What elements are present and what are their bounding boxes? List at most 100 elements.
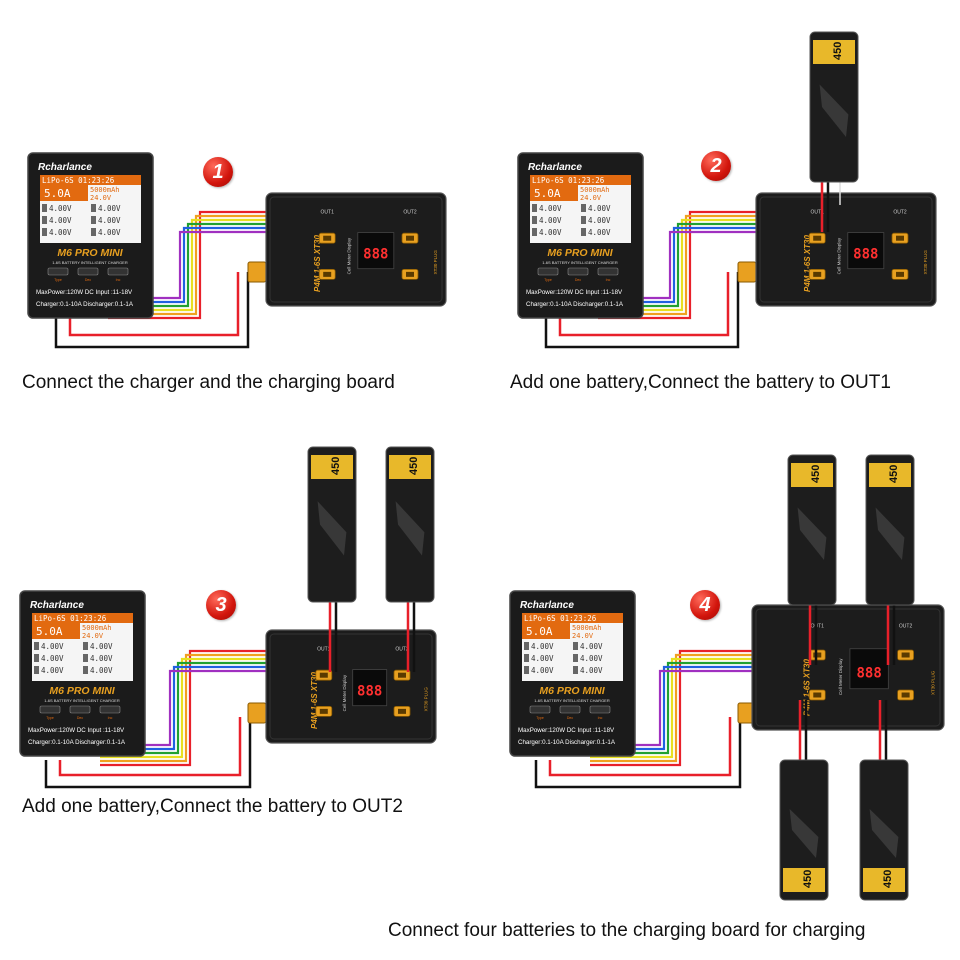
charger-button-label: Type	[544, 278, 552, 282]
power-wire-black	[54, 272, 250, 349]
board-display-digits: 888	[363, 247, 388, 263]
charger-button-label: Dec	[85, 278, 91, 282]
charger-brand: Rcharlance	[520, 600, 574, 611]
charger-cell-voltage: 4.00V	[90, 666, 113, 675]
battery-label	[869, 463, 911, 487]
charger-spec-1: MaxPower:120W DC Input :11-18V	[36, 289, 133, 296]
battery-label	[863, 868, 905, 892]
charger-button	[597, 267, 619, 276]
charger-button-label: Dec	[567, 716, 573, 720]
board-body	[265, 192, 447, 307]
battery-capacity: 450	[888, 465, 900, 483]
board-body	[755, 192, 937, 307]
charger-button-label: Type	[54, 278, 62, 282]
board-out2-label: OUT2	[893, 209, 907, 215]
charger-cell-voltage: 4.00V	[588, 216, 611, 225]
power-wire-red	[68, 272, 240, 337]
lipo-battery: 450	[779, 759, 829, 901]
charger-model: M6 PRO MINI	[539, 685, 605, 697]
charger-cell-voltage: 4.00V	[90, 642, 113, 651]
charger-model: M6 PRO MINI	[57, 247, 123, 259]
board-plug-label: XT30 PLUG	[930, 670, 935, 695]
battery-capacity: 450	[408, 457, 420, 475]
battery-label	[791, 463, 833, 487]
power-wire-black	[534, 717, 742, 789]
charger-cell-voltage: 4.00V	[49, 228, 72, 237]
lipo-battery: 450	[865, 454, 915, 606]
charger-button-label: Type	[46, 716, 54, 720]
charger-model: M6 PRO MINI	[547, 247, 613, 259]
balance-wire	[100, 657, 268, 759]
charger-spec-1: MaxPower:120W DC Input :11-18V	[28, 727, 125, 734]
step-caption-2: Add one battery,Connect the battery to O…	[510, 372, 891, 393]
board-out1-label: OUT1	[321, 209, 335, 215]
charger-capacity: 5000mAh	[572, 624, 602, 632]
charger-brand: Rcharlance	[30, 600, 84, 611]
battery-capacity: 450	[810, 465, 822, 483]
balance-wire	[598, 210, 758, 320]
step-caption-1: Connect the charger and the charging boa…	[22, 372, 395, 393]
charger-button-label: Inc	[598, 716, 603, 720]
charger-cell-voltage: 4.00V	[41, 654, 64, 663]
charger-button	[537, 267, 559, 276]
charger-cell-voltage: 4.00V	[49, 204, 72, 213]
battery-capacity: 450	[802, 870, 814, 888]
charger-spec-2: Charger:0.1-10A Discharger:0.1-1A	[28, 739, 126, 746]
board-out2-label: OUT2	[395, 646, 409, 652]
charger-cell-voltage: 4.00V	[49, 216, 72, 225]
charger-brand: Rcharlance	[528, 162, 582, 173]
lipo-battery: 450	[787, 454, 837, 606]
board-out2-label: OUT2	[403, 209, 417, 215]
charger-spec-1: MaxPower:120W DC Input :11-18V	[526, 289, 623, 296]
charger-current: 5.0A	[534, 187, 561, 200]
board-out1-label: OUT1	[811, 209, 825, 215]
charger-cell-voltage: 4.00V	[539, 216, 562, 225]
charger-screen-line1: LiPo-6S 01:23:26	[42, 176, 115, 185]
charger-button	[567, 267, 589, 276]
charger-voltage: 24.0V	[580, 194, 602, 202]
charger-subtitle: 1-6S BATTERY INTELLIGENT CHARGER	[52, 260, 128, 265]
charger-button	[529, 705, 551, 714]
battery-label	[783, 868, 825, 892]
charger-button	[589, 705, 611, 714]
charger-button-label: Inc	[116, 278, 121, 282]
charger-voltage: 24.0V	[82, 632, 104, 640]
board-out1-label: OUT1	[317, 646, 331, 652]
charger-cell-voltage: 4.00V	[539, 204, 562, 213]
lipo-battery: 450	[859, 759, 909, 901]
charger-subtitle: 1-6S BATTERY INTELLIGENT CHARGER	[534, 698, 610, 703]
charger-spec-1: MaxPower:120W DC Input :11-18V	[518, 727, 615, 734]
charger-screen-line1: LiPo-6S 01:23:26	[524, 614, 597, 623]
board-out1-label: OUT1	[811, 624, 825, 630]
charger-cell-voltage: 4.00V	[539, 228, 562, 237]
board-display	[847, 232, 885, 270]
power-wire-red	[58, 717, 242, 777]
balance-wire	[590, 653, 758, 763]
step-badge-2: 2	[701, 151, 731, 181]
charger-button-label: Inc	[606, 278, 611, 282]
board-model: P4M 1-6S XT30	[310, 672, 319, 729]
board-display-label: Cell Meter Display	[838, 658, 843, 695]
board-body	[751, 604, 945, 731]
battery-capacity: 450	[832, 42, 844, 60]
xt60-plug	[737, 261, 757, 283]
charger-cell-voltage: 4.00V	[531, 666, 554, 675]
battery-capacity: 450	[330, 457, 342, 475]
charger-subtitle: 1-6S BATTERY INTELLIGENT CHARGER	[44, 698, 120, 703]
board-model: P4M 1-6S XT30	[313, 235, 322, 292]
charger-button-label: Dec	[575, 278, 581, 282]
charger-spec-2: Charger:0.1-10A Discharger:0.1-1A	[526, 301, 624, 308]
board-plug-label: XT30 PLUG	[923, 250, 928, 275]
step-caption-3: Add one battery,Connect the battery to O…	[22, 796, 403, 817]
charger-capacity: 5000mAh	[580, 186, 610, 194]
charger-brand: Rcharlance	[38, 162, 92, 173]
